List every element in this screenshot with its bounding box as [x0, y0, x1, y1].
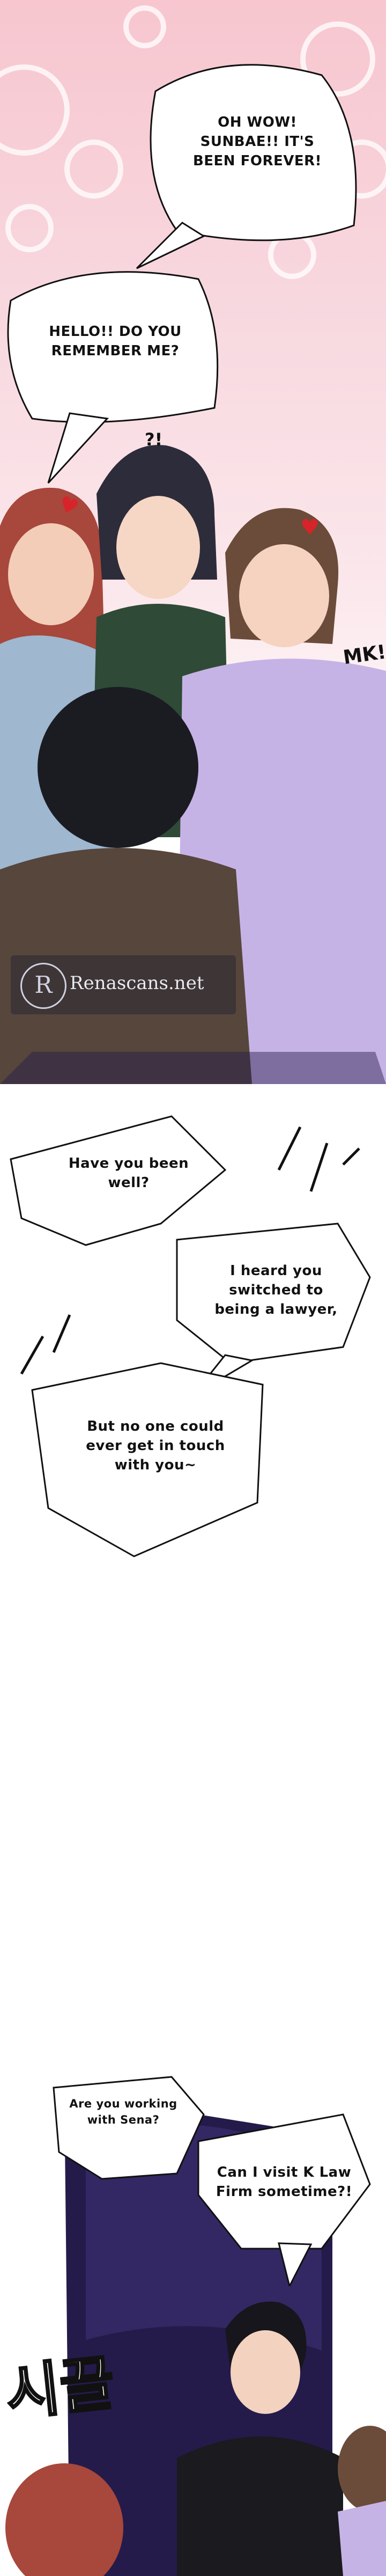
logo-icon: R: [20, 963, 66, 1009]
bubble-lawyer: I heard you switched to being a lawyer,: [214, 1263, 338, 1318]
bubble-sena: Are you working with Sena?: [69, 2097, 177, 2126]
characters-illustration: [0, 445, 386, 1084]
panel-conversation: Have you been well? I heard you switched…: [0, 1084, 386, 2072]
bubble-been-well: Have you been well?: [68, 1155, 189, 1191]
sfx-chatter: 시끌: [2, 2347, 119, 2429]
bokeh-light: [300, 21, 375, 97]
bubble-no-contact: But no one could ever get in touch with …: [86, 1418, 225, 1473]
bubble-hello: Hello!! Do you remember me?: [49, 324, 182, 359]
panel-reunion: Oh wow! Sunbae!! It's been forever! Hell…: [0, 0, 386, 1084]
bubble-oh-wow: Oh wow! Sunbae!! It's been forever!: [192, 114, 322, 169]
heart-icon: ♥: [300, 515, 320, 540]
speech-bubble-tail: [136, 64, 357, 269]
speech-bubble-shapes: [53, 2076, 371, 2286]
speech-bubble-shapes: [10, 1115, 371, 1557]
bokeh-light: [64, 140, 123, 199]
bokeh-light: [5, 204, 54, 252]
bokeh-light: [123, 5, 166, 48]
watermark-banner: R Renascans.net: [11, 955, 236, 1014]
bubble-visit-firm: Can I visit K Law Firm sometime?!: [216, 2164, 353, 2200]
panel-office-visit: Are you working with Sena? Can I visit K…: [0, 2072, 386, 2576]
bokeh-light: [0, 64, 70, 156]
watermark-text: Renascans.net: [70, 972, 204, 994]
sfx-surprise: ?!: [145, 429, 163, 450]
speech-bubble-tail: [7, 271, 219, 484]
